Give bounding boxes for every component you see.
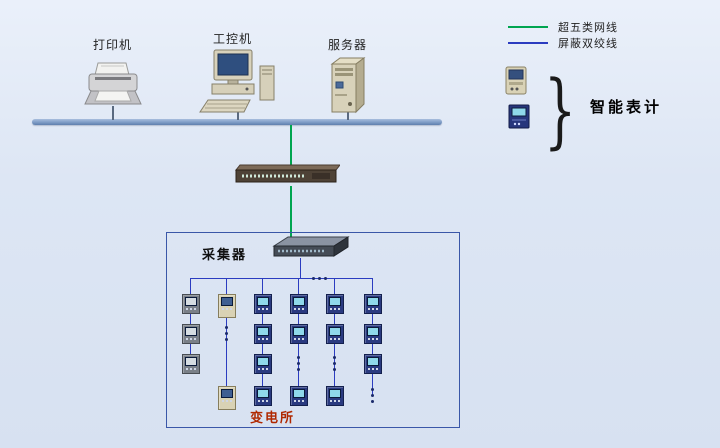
collector-icon (272, 236, 350, 257)
switch-icon (234, 164, 340, 183)
legend-cat5-label: 超五类网线 (558, 21, 618, 34)
meter-icon (218, 386, 236, 410)
server-wire (347, 112, 349, 120)
server-icon (330, 57, 366, 114)
printer-label: 打印机 (93, 38, 133, 52)
industrial-pc-icon (199, 49, 275, 113)
legend-item-cat5: 超五类网线 (508, 20, 618, 34)
meter-icon (254, 386, 272, 406)
ipc-label: 工控机 (213, 32, 253, 46)
ellipsis-dots (225, 326, 228, 329)
column-wire (190, 278, 191, 364)
collector-feed-wire (300, 258, 301, 278)
substation-label: 变电所 (250, 411, 296, 426)
stp-line-swatch (508, 42, 548, 44)
column-wire (226, 278, 227, 396)
meter-icon (290, 294, 308, 314)
printer-icon (84, 62, 142, 105)
ethernet-bus-line (32, 119, 442, 125)
meter-icon (182, 324, 200, 344)
substation-box (166, 232, 460, 428)
legend: 超五类网线 屏蔽双绞线 (508, 20, 618, 52)
meter-icon (254, 354, 272, 374)
collector-label: 采集器 (202, 248, 248, 263)
meter-icon (290, 386, 308, 406)
smart-meter-a-icon (505, 66, 527, 95)
meter-icon (218, 294, 236, 318)
meter-icon (326, 386, 344, 406)
cat5-trunk-lower (290, 186, 292, 244)
meter-icon (364, 354, 382, 374)
meter-icon (182, 294, 200, 314)
ellipsis-dots (333, 356, 336, 359)
meter-icon (364, 324, 382, 344)
ellipsis-dots (312, 277, 315, 280)
ellipsis-dots (371, 388, 374, 391)
meter-icon (290, 324, 308, 344)
cat5-line-swatch (508, 26, 548, 28)
legend-item-stp: 屏蔽双绞线 (508, 36, 618, 50)
smart-meters-label: 智能表计 (590, 98, 663, 116)
server-label: 服务器 (328, 38, 368, 52)
meter-icon (254, 294, 272, 314)
meter-icon (254, 324, 272, 344)
meter-icon (182, 354, 200, 374)
meter-icon (326, 324, 344, 344)
legend-stp-label: 屏蔽双绞线 (558, 37, 618, 50)
distribution-wire (190, 278, 372, 279)
meter-icon (326, 294, 344, 314)
smart-meter-b-icon (508, 104, 530, 129)
meter-icon (364, 294, 382, 314)
printer-wire (112, 106, 114, 120)
cat5-trunk-upper (290, 125, 292, 168)
ellipsis-dots (297, 356, 300, 359)
brace-glyph: } (544, 64, 577, 159)
ipc-wire (237, 112, 239, 120)
